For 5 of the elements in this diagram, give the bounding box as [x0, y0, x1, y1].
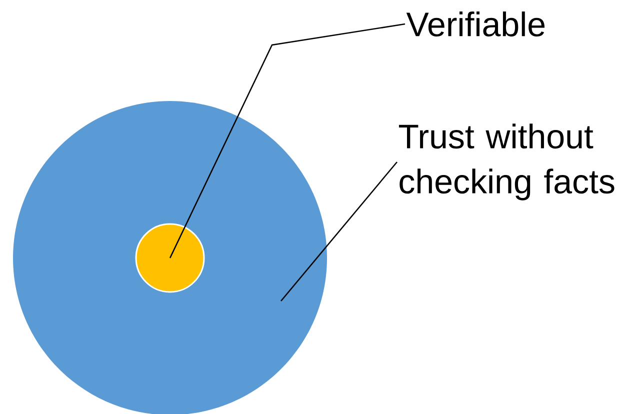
circle-shape: [135, 223, 205, 293]
leader-line: [280, 162, 398, 302]
callout-text: Trust without checking facts: [398, 124, 614, 200]
callout-text: Verifiable: [406, 12, 545, 36]
leader-line: [169, 23, 406, 258]
